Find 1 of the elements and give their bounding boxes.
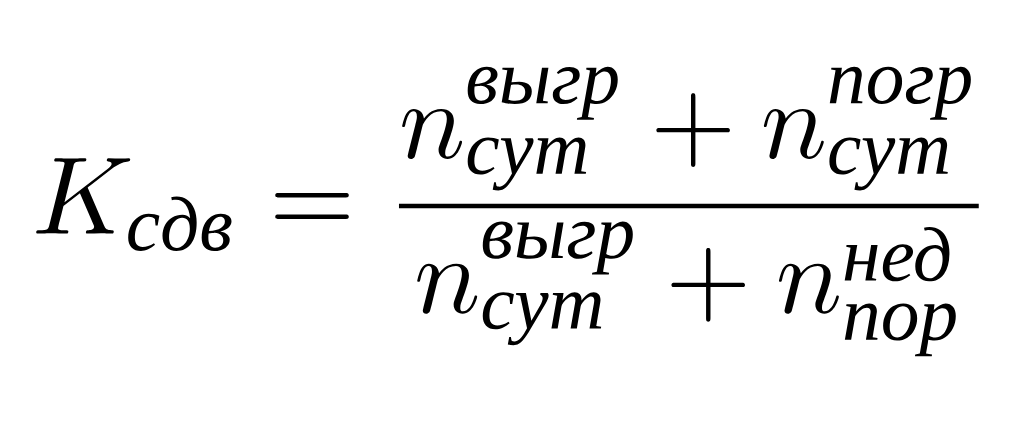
formula: $K_{\textit{сдв}} = \frac{n_{\textit{сут}}^{\textit{выгр}} + n_{\textit{сут}}^{\textit{погр}}}{n_{\textit{сут}}^{\textit{выгр}} + n_{\textit{пор}}^{\textit{нед}}}$ (36, 66, 979, 357)
